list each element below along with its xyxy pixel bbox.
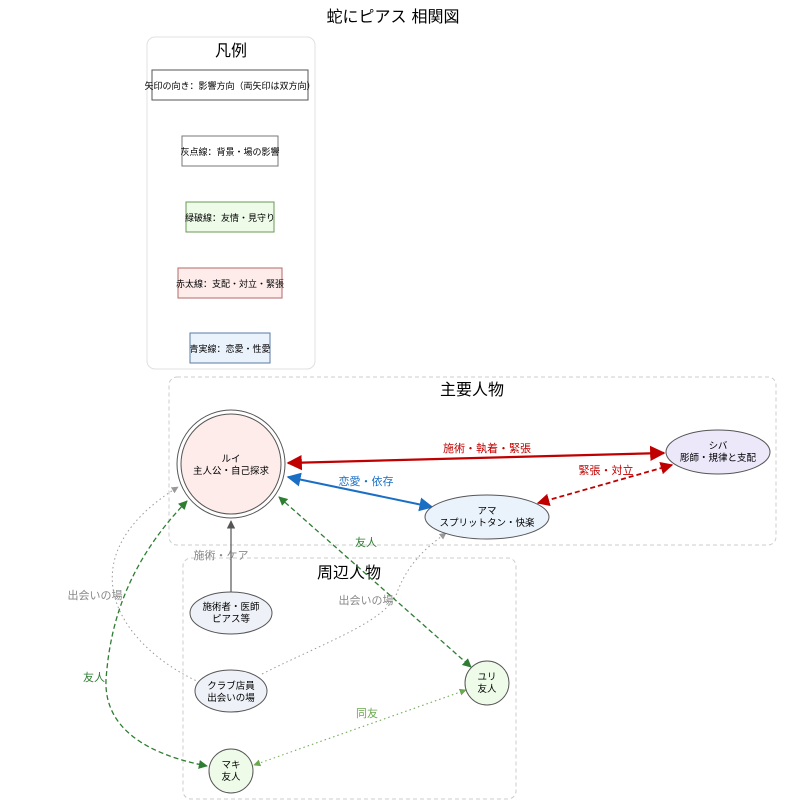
node-doctor: 施術者・医師 ピアス等	[189, 591, 273, 635]
node-maki-name: マキ	[221, 760, 240, 771]
legend-item-arrow-box	[151, 69, 309, 101]
edge-club-rui	[111, 486, 209, 687]
node-yuri-desc: 友人	[477, 683, 497, 695]
node-shiba-desc: 彫師・規律と支配	[680, 452, 757, 464]
group-main-label: 主要人物	[440, 380, 504, 399]
node-ama-name: アマ	[477, 506, 496, 517]
node-doctor-desc: ピアス等	[212, 613, 251, 625]
node-rui-desc: 主人公・自己探求	[193, 465, 270, 477]
node-rui-name: ルイ	[221, 454, 240, 465]
edge-label-rui-yuri: 友人	[355, 535, 377, 549]
node-shiba: シバ 彫師・規律と支配	[665, 429, 771, 475]
node-shiba-name: シバ	[709, 441, 728, 452]
edge-label-shiba-ama: 緊張・対立	[579, 463, 634, 477]
node-maki-desc: 友人	[221, 771, 241, 783]
node-yuri-name: ユリ	[477, 672, 496, 683]
legend-item-blue: 青実線：恋愛・性愛	[189, 343, 270, 355]
edge-label-doctor-rui: 施術・ケア	[194, 549, 249, 562]
edge-rui-yuri	[278, 496, 472, 668]
legend-item-gray: 灰点線：背景・場の影響	[180, 146, 279, 158]
edge-shiba-ama	[536, 462, 674, 506]
edge-label-rui-shiba: 施術・執着・緊張	[443, 441, 531, 455]
edge-label-rui-ama: 恋愛・依存	[339, 474, 394, 488]
legend-item-green-box	[185, 201, 275, 233]
edge-label-club-rui: 出会いの場	[68, 588, 123, 602]
group-main-frame	[168, 376, 777, 546]
node-rui: ルイ 主人公・自己探求	[176, 409, 286, 519]
edge-yuri-maki	[253, 688, 467, 767]
legend-item-red: 赤太線：支配・対立・緊張	[176, 278, 284, 290]
edge-rui-maki	[105, 500, 208, 769]
node-club: クラブ店員 出会いの場	[194, 669, 268, 713]
legend-item-green: 緑破線：友情・見守り	[185, 212, 275, 224]
legend-item-gray-box	[181, 135, 279, 167]
node-ama-desc: スプリットタン・快楽	[439, 517, 535, 529]
legend-item-red-box	[177, 267, 283, 299]
node-doctor-name: 施術者・医師	[202, 601, 260, 613]
legend-item-arrow: 矢印の向き：影響方向（両矢印は双方向）	[144, 80, 315, 92]
diagram-title: 蛇にピアス 相関図	[326, 7, 459, 26]
edge-rui-shiba	[286, 445, 666, 471]
node-maki: マキ 友人	[208, 748, 254, 794]
edge-label-yuri-maki: 同友	[356, 706, 378, 720]
legend: 凡例 矢印の向き：影響方向（両矢印は双方向） 灰点線：背景・場の影響 緑破線：友…	[144, 36, 316, 370]
node-club-desc: 出会いの場	[207, 692, 255, 704]
node-club-name: クラブ店員	[207, 680, 255, 692]
edge-label-club-ama: 出会いの場	[339, 593, 394, 607]
node-ama: アマ スプリットタン・快楽	[424, 494, 550, 540]
node-yuri: ユリ 友人	[464, 660, 510, 706]
edge-label-rui-maki: 友人	[83, 670, 105, 684]
legend-item-blue-box	[189, 332, 271, 364]
legend-title: 凡例	[215, 41, 247, 60]
